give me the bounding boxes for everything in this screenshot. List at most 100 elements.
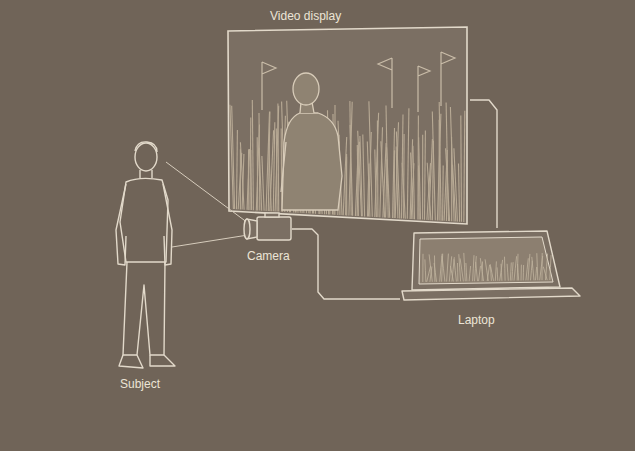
grass-image [230, 100, 465, 222]
camera-icon [244, 213, 291, 240]
camera-node: Camera [236, 212, 292, 264]
subject-legs [123, 262, 165, 355]
grass-blade [473, 255, 474, 281]
grass-blade [369, 101, 372, 217]
node-label: Video display [270, 9, 341, 23]
grass-blade [403, 134, 405, 219]
grass-blade [363, 135, 365, 217]
grass-blade [521, 265, 522, 281]
camera-lens-ring [244, 219, 250, 239]
laptop-display [419, 237, 553, 284]
grass-blade [381, 141, 385, 217]
grass-blade [259, 148, 262, 211]
grass-blade [464, 253, 466, 281]
grass-blade [500, 260, 503, 281]
subject-shirt [120, 178, 168, 262]
laptop-base [402, 288, 580, 300]
grass-blade [450, 107, 454, 221]
grass-blade [425, 259, 426, 282]
camera-body [257, 217, 291, 240]
grass-blade [250, 150, 252, 210]
grass-blade [358, 131, 362, 216]
node-label: Camera [247, 249, 290, 263]
sight-line [166, 162, 248, 247]
grass-blade [528, 254, 530, 281]
camera-top [265, 213, 279, 217]
grass-blade [440, 254, 442, 282]
grass-blade [532, 257, 534, 280]
grass-blade [543, 267, 547, 280]
grass-blade [507, 264, 508, 281]
grass-blade [510, 263, 511, 281]
grass-blade [460, 116, 462, 222]
grass-blade [273, 122, 275, 211]
grass-blade [417, 116, 419, 220]
grass-blade [367, 141, 370, 216]
grass-image [423, 253, 551, 282]
grass-blade [393, 128, 395, 218]
grass-blade [252, 100, 253, 210]
grass-blade [442, 166, 444, 221]
grass-blade [262, 156, 264, 211]
grass-blade [497, 267, 499, 280]
grass-blade [346, 154, 347, 216]
grass-blade [375, 150, 377, 218]
grass-blade [447, 254, 449, 282]
grass-blade [375, 113, 379, 217]
display-node: Video display [224, 6, 470, 228]
cable-connector [292, 229, 400, 299]
grass-blade [422, 254, 423, 282]
flag [418, 66, 430, 112]
grass-blade [459, 164, 460, 222]
grass-blade [464, 111, 465, 222]
person-arm [281, 142, 286, 192]
flag [378, 58, 392, 108]
grass-blade [411, 153, 413, 220]
flag [441, 52, 455, 106]
grass-blade [349, 102, 352, 216]
grass-blade [429, 254, 432, 281]
grass-blade [394, 150, 395, 218]
grass-blade [413, 146, 415, 219]
grass-blade [407, 108, 409, 219]
cable-connector [470, 100, 497, 228]
display-frame [228, 27, 467, 224]
grass-blade [523, 265, 524, 280]
flags [262, 52, 455, 112]
display-person [281, 73, 342, 210]
subject-arm [163, 184, 172, 265]
grass-blade [485, 259, 488, 281]
node-label: Subject [120, 377, 160, 391]
grass-blade [476, 262, 478, 281]
flag [262, 62, 276, 110]
grass-blade [446, 148, 450, 221]
grass-blade [518, 264, 519, 281]
grass-blade [377, 121, 379, 218]
grass-blade [480, 258, 483, 281]
grass-blade [276, 129, 278, 212]
subject-shoe [150, 355, 175, 366]
person-head [293, 73, 319, 105]
grass-blade [517, 254, 519, 281]
grass-blade [269, 142, 272, 211]
grass-blade [240, 142, 244, 210]
subject-hair [135, 142, 157, 152]
grass-blade [542, 253, 543, 280]
subject-head [135, 143, 157, 171]
laptop-icon [402, 231, 580, 300]
laptop-node: Laptop [400, 228, 582, 328]
subject-figure [116, 142, 175, 368]
grass-blade [495, 261, 496, 281]
grass-blade [247, 149, 250, 210]
grass-blade [432, 112, 435, 221]
grass-blade [512, 262, 513, 280]
person-torso [282, 113, 342, 210]
grass-blade [427, 163, 431, 220]
grass-blade [257, 137, 259, 210]
grass-blade [248, 149, 250, 210]
subject-arm [116, 184, 126, 265]
subject-node: Subject [104, 140, 184, 394]
grass-blade [424, 131, 426, 220]
